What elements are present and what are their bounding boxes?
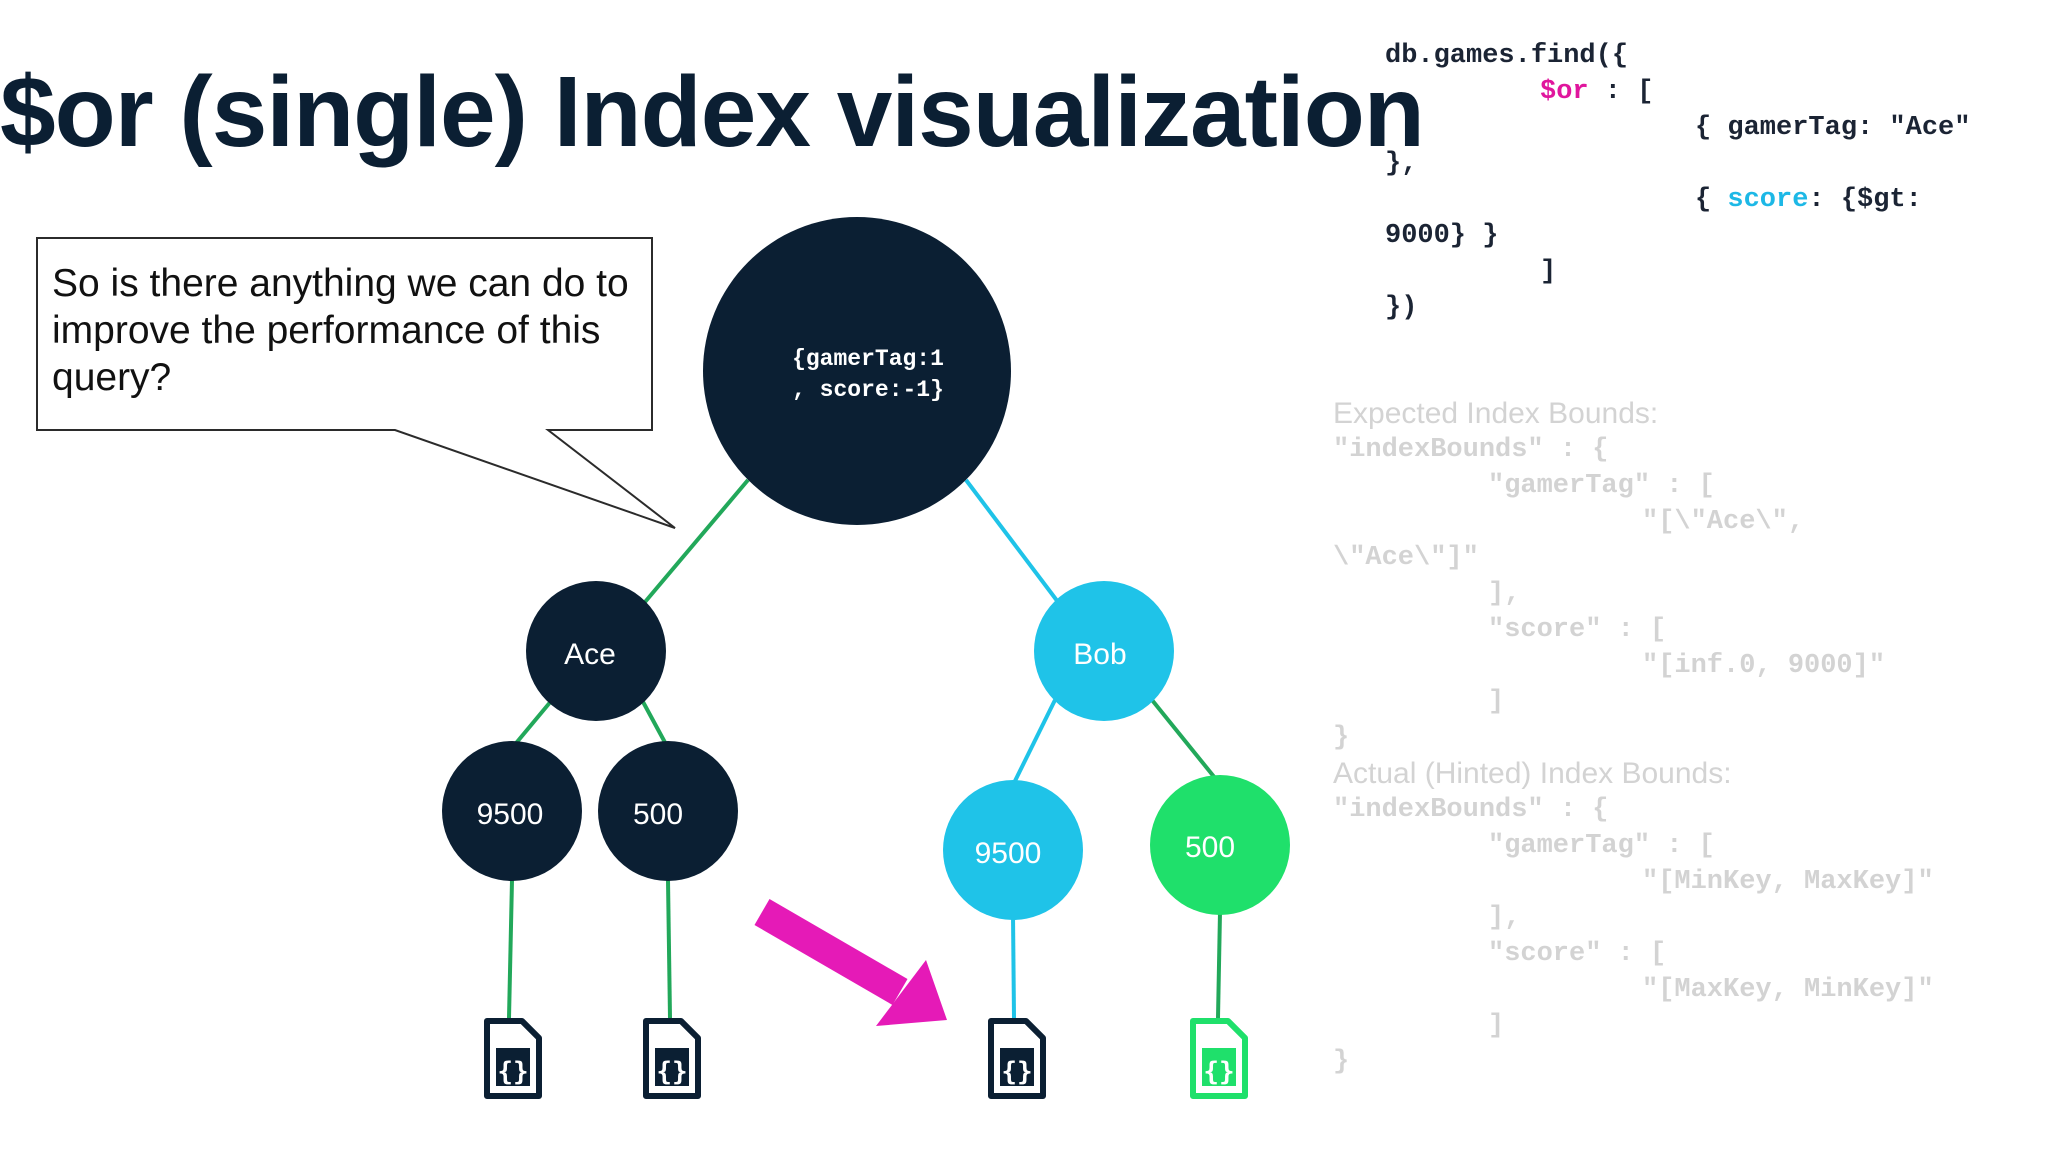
ace-node-label: Ace	[564, 638, 616, 671]
bob-500-node	[1150, 775, 1290, 915]
svg-text:{}: {}	[656, 1057, 687, 1087]
bob-500-label: 500	[1185, 831, 1235, 864]
svg-text:{}: {}	[497, 1057, 528, 1087]
document-icon: {}	[988, 1018, 1046, 1099]
svg-text:{}: {}	[1203, 1057, 1234, 1087]
edge-9500-doc3	[1011, 914, 1016, 1019]
root-node	[703, 217, 1011, 525]
ace-500-label: 500	[633, 798, 683, 831]
edge-root-ace	[643, 478, 750, 604]
edge-9500-doc1	[507, 879, 514, 1019]
edge-root-bob	[964, 478, 1060, 604]
edge-500-doc4	[1216, 911, 1222, 1019]
bob-9500-label: 9500	[975, 837, 1042, 870]
highlight-arrow-icon	[754, 899, 947, 1026]
edge-bob-500	[1150, 698, 1217, 780]
edge-ace-500	[640, 699, 670, 749]
svg-text:{}: {}	[1001, 1057, 1032, 1087]
document-icon: {}	[484, 1018, 542, 1099]
slide-title: $or (single) Index visualization	[0, 56, 1425, 168]
callout-box	[36, 237, 676, 529]
root-node-label-1: {gamerTag:1	[792, 346, 944, 372]
ace-9500-node	[442, 741, 582, 881]
edge-ace-9500	[510, 698, 554, 750]
edge-500-doc2	[666, 879, 672, 1019]
ace-500-node	[598, 741, 738, 881]
document-icon: {}	[643, 1018, 701, 1099]
ace-node	[526, 581, 666, 721]
root-node-label-2: , score:-1}	[792, 377, 944, 403]
bob-node-label: Bob	[1073, 638, 1126, 671]
bob-9500-node	[943, 780, 1083, 920]
bob-node	[1034, 581, 1174, 721]
callout-text: So is there anything we can do to improv…	[52, 262, 629, 399]
edge-bob-9500	[1011, 699, 1057, 786]
ace-9500-label: 9500	[477, 798, 544, 831]
document-icon-highlighted: {}	[1190, 1018, 1248, 1099]
